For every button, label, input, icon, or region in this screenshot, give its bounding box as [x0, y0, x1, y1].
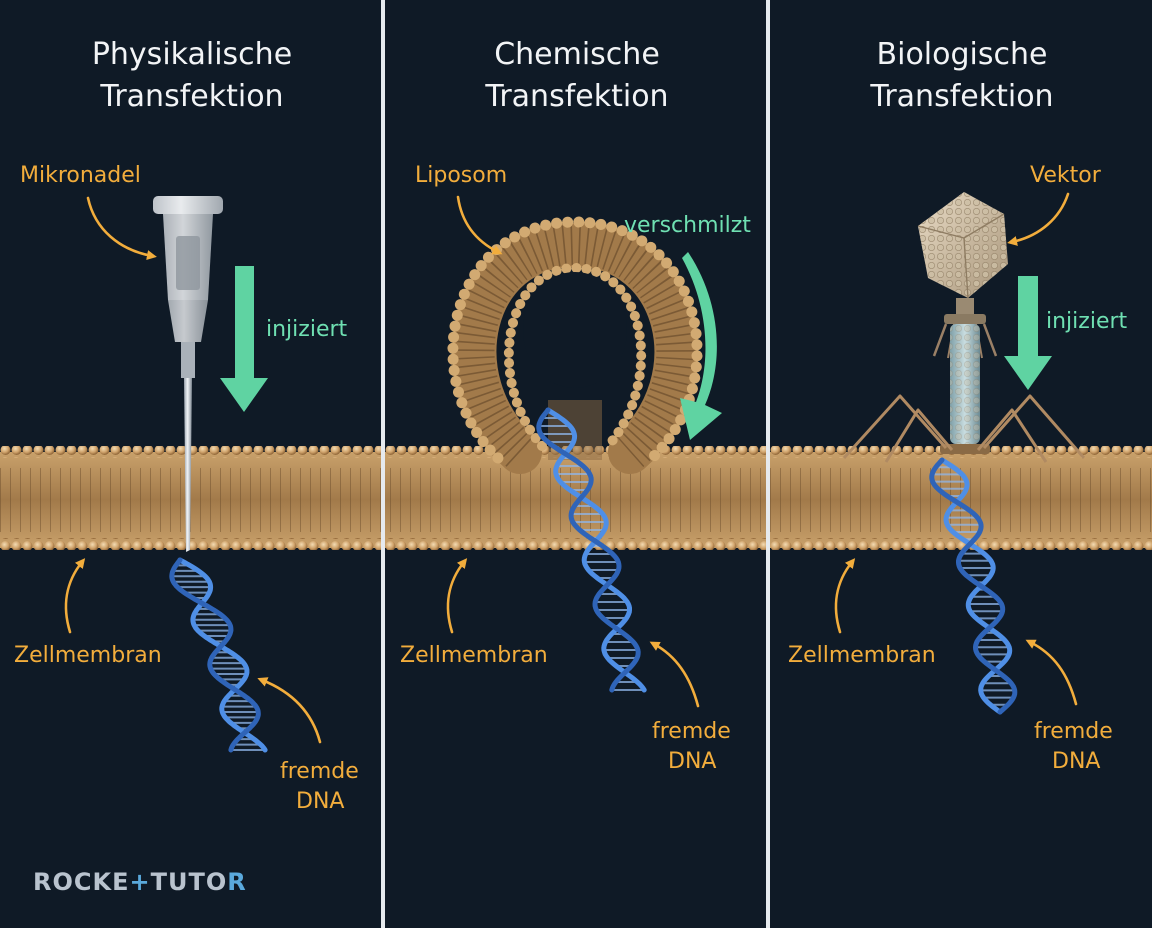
- panel-chemical-action-label: verschmilzt: [624, 213, 751, 238]
- panel-chemical-tool-label: Liposom: [415, 163, 508, 188]
- panel-chemical-membrane-label: Zellmembran: [400, 643, 548, 668]
- micro-needle-icon: [153, 196, 223, 552]
- dna-strand-0-1: [169, 557, 261, 753]
- panel-biological-membrane-label: Zellmembran: [788, 643, 936, 668]
- bacteriophage-icon: [842, 192, 1086, 463]
- dna-strand-1-1: [536, 407, 641, 693]
- liposome-icon: [447, 216, 703, 474]
- panel-physical-dna-label-line2: DNA: [296, 789, 345, 814]
- panel-biological-title-line2: Transfektion: [870, 79, 1054, 114]
- panel-physical-tool-label: Mikronadel: [20, 163, 141, 188]
- panel-chemical-dna-label-line1: fremde: [652, 719, 731, 744]
- panel-physical-membrane-label: Zellmembran: [14, 643, 162, 668]
- membrane-physical: [0, 446, 382, 550]
- panel-biological-dna-label-line2: DNA: [1052, 749, 1101, 774]
- pointer-arrows: [64, 192, 1078, 744]
- panel-physical-action-label: injiziert: [266, 317, 348, 342]
- panel-biological-tool-label: Vektor: [1030, 163, 1101, 188]
- divider-left: [381, 0, 385, 928]
- logo-part1: ROCKE: [33, 868, 130, 896]
- divider-right: [766, 0, 770, 928]
- logo-accent2: R: [227, 868, 247, 896]
- panel-physical-title-line2: Transfektion: [100, 79, 284, 114]
- panel-physical-dna-label-line1: fremde: [280, 759, 359, 784]
- dna-strand-2-1: [929, 457, 1018, 715]
- logo-accent1: +: [129, 868, 151, 896]
- panel-biological-dna-label-line1: fremde: [1034, 719, 1113, 744]
- panel-physical-title-line1: Physikalische: [91, 37, 293, 72]
- panel-chemical-title-line1: Chemische: [494, 37, 660, 72]
- dna-helix-icon: [169, 407, 1018, 753]
- arrow-icon: [220, 252, 1052, 440]
- panel-chemical-title-line2: Transfektion: [485, 79, 669, 114]
- logo-part2: TUTO: [150, 868, 228, 896]
- dna-strand-1-0: [545, 407, 647, 693]
- rocketutor-logo: ROCKE+TUTOR: [33, 868, 247, 896]
- panel-chemical-dna-label-line2: DNA: [668, 749, 717, 774]
- dna-strand-0-0: [177, 557, 268, 753]
- panel-biological-action-label: injiziert: [1046, 309, 1128, 334]
- panel-biological-title-line1: Biologische: [876, 37, 1048, 72]
